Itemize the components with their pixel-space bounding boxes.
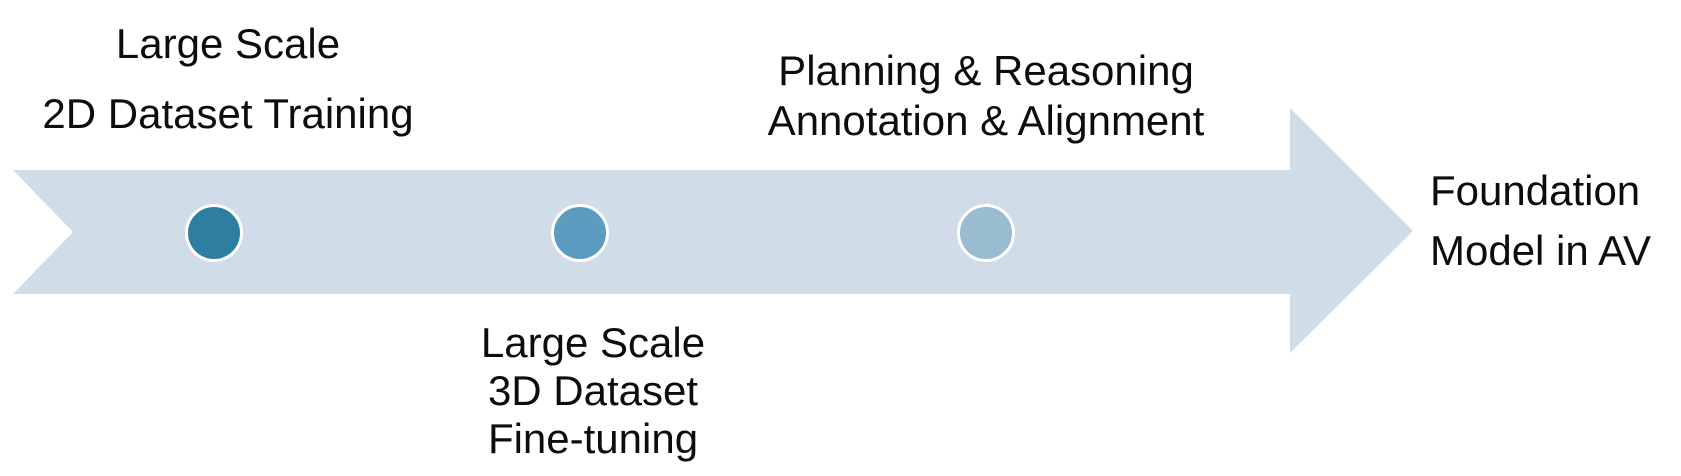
stage-dot-2d-dataset-training [185,204,243,262]
stage-dot-3d-dataset-finetuning [551,204,609,262]
endpoint-label-foundation-model-in-av: Foundation Model in AV [1430,167,1652,274]
stage-label-3d-dataset-finetuning: Large Scale 3D Dataset Fine-tuning [480,319,706,462]
stage-dot-planning-reasoning-annotation-alignment [957,204,1015,262]
arrow-shape [13,108,1413,353]
stage-label-planning-reasoning-annotation-alignment: Planning & Reasoning Annotation & Alignm… [767,47,1205,144]
stage-label-2d-dataset-training: Large Scale 2D Dataset Training [42,20,414,137]
